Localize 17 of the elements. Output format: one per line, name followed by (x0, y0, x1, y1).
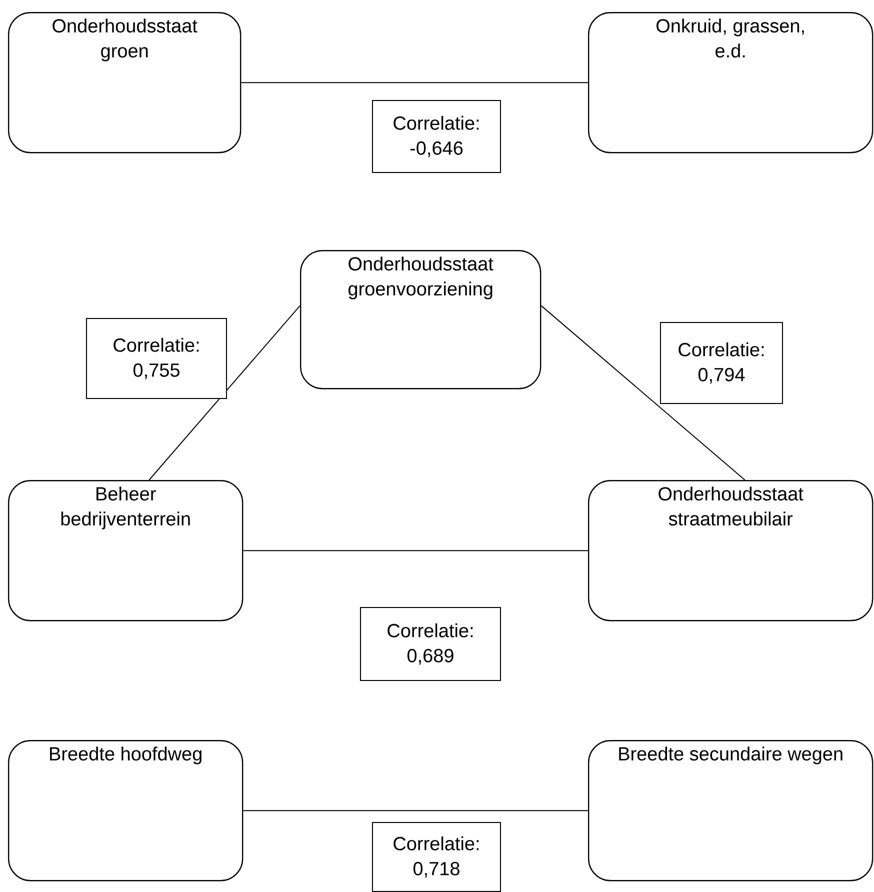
rounded-box: Onderhoudsstaat groenvoorziening (300, 250, 542, 390)
connector-line (540, 305, 746, 480)
correlation-label: Correlatie: 0,794 (660, 322, 783, 404)
rounded-box: Breedte hoofdweg (8, 740, 244, 882)
connector-line (242, 550, 588, 552)
connector-line (242, 810, 588, 812)
correlation-label: Correlatie: 0,689 (360, 607, 501, 681)
rounded-box: Onderhoudsstaat straatmeubilair (588, 480, 874, 622)
connector-line (148, 305, 300, 480)
rounded-box: Onderhoudsstaat groen (8, 12, 242, 154)
rounded-box: Onkruid, grassen, e.d. (588, 12, 874, 154)
correlation-label: Correlatie: 0,755 (86, 318, 227, 399)
rounded-box: Beheer bedrijventerrein (8, 480, 244, 622)
rounded-box: Breedte secundaire wegen (588, 740, 874, 882)
correlation-label: Correlatie: 0,718 (372, 822, 501, 892)
correlation-label: Correlatie: -0,646 (372, 100, 501, 173)
connector-line (240, 82, 588, 84)
